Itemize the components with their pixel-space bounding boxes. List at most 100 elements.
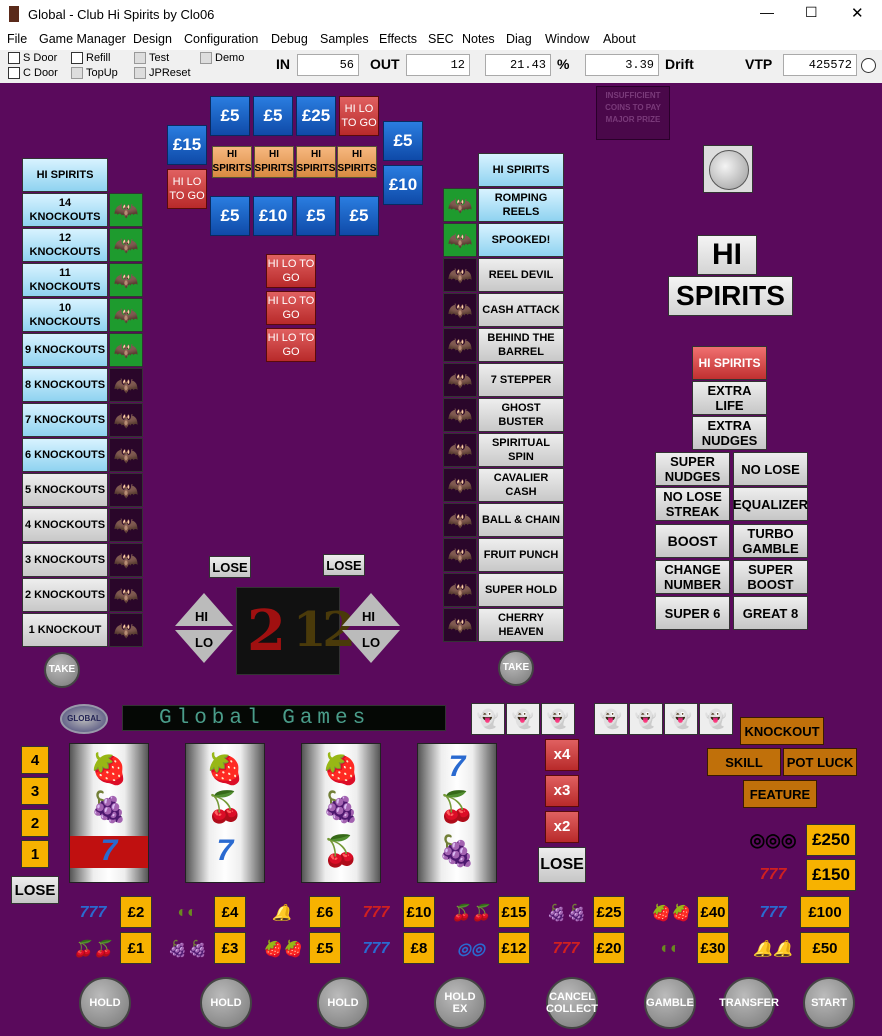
- minimize-button[interactable]: —: [760, 4, 774, 20]
- cdoor-checkbox[interactable]: C Door: [8, 67, 58, 79]
- bat-icon: 🦇: [109, 438, 143, 472]
- bat-icon: 🦇: [443, 608, 477, 642]
- ghost-icon: 👻: [594, 703, 628, 735]
- hold-button-2[interactable]: HOLD: [200, 977, 252, 1029]
- trail-cash-5: £5: [296, 196, 336, 236]
- bat-icon: 🦇: [109, 473, 143, 507]
- hilo-to-go: HI LO TO GO: [266, 291, 316, 325]
- take-button-left[interactable]: TAKE: [44, 652, 80, 688]
- right-ladder-step: HI SPIRITS: [478, 153, 564, 187]
- prize-bottom-5: £20: [593, 932, 625, 964]
- hold-button-1[interactable]: HOLD: [79, 977, 131, 1029]
- menu-file[interactable]: File: [7, 32, 28, 46]
- jpreset-checkbox[interactable]: JPReset: [134, 67, 191, 79]
- feature-change-number: CHANGE NUMBER: [655, 560, 730, 594]
- potluck-mode[interactable]: POT LUCK: [783, 748, 857, 776]
- menu-configuration[interactable]: Configuration: [184, 32, 259, 46]
- drift-field[interactable]: 3.39: [585, 54, 659, 76]
- start-button[interactable]: START: [803, 977, 855, 1029]
- bat-icon: 🦇: [443, 328, 477, 362]
- cancel-collect-button[interactable]: CANCEL COLLECT: [546, 977, 598, 1029]
- menu-diag[interactable]: Diag: [506, 32, 532, 46]
- trail-cash-10: £10: [383, 165, 423, 205]
- dot-matrix-display: Global Games: [122, 705, 446, 731]
- out-field[interactable]: 12: [406, 54, 470, 76]
- hilo-to-go: HI LO TO GO: [266, 254, 316, 288]
- knockout-mode[interactable]: KNOCKOUT: [740, 717, 824, 745]
- gamble-button[interactable]: GAMBLE: [644, 977, 696, 1029]
- topup-checkbox[interactable]: TopUp: [71, 67, 118, 79]
- trail-hilo-to-go: HI LO TO GO: [339, 96, 379, 136]
- right-ladder-step: SPIRITUAL SPIN: [478, 433, 564, 467]
- hi-label-left: HI: [195, 609, 208, 624]
- coin-stack-icon: ◎◎◎: [749, 829, 797, 850]
- feature-super-nudges: SUPER NUDGES: [655, 452, 730, 486]
- prize-bottom-7: £50: [800, 932, 850, 964]
- menu-notes[interactable]: Notes: [462, 32, 495, 46]
- left-ladder-step: 8 KNOCKOUTS: [22, 368, 108, 402]
- menu-game-manager[interactable]: Game Manager: [39, 32, 126, 46]
- menu-effects[interactable]: Effects: [379, 32, 417, 46]
- paytable-symbol-icon: 777: [362, 904, 390, 921]
- menu-design[interactable]: Design: [133, 32, 172, 46]
- menu-debug[interactable]: Debug: [271, 32, 308, 46]
- prize-top-7: £100: [800, 896, 850, 928]
- right-ladder-step: 7 STEPPER: [478, 363, 564, 397]
- reel-2: 🍓 🍒 7: [185, 743, 265, 883]
- bat-icon: 🦇: [109, 263, 143, 297]
- trail-hi-spirits: HI SPIRITS: [212, 146, 252, 178]
- menu-about[interactable]: About: [603, 32, 636, 46]
- maximize-button[interactable]: ☐: [805, 4, 818, 20]
- left-ladder-step: 9 KNOCKOUTS: [22, 333, 108, 367]
- hilo-to-go: HI LO TO GO: [266, 328, 316, 362]
- paytable-symbol-icon: 🔔🔔: [753, 941, 793, 958]
- trail-cash-5: £5: [210, 196, 250, 236]
- take-button-right[interactable]: TAKE: [498, 650, 534, 686]
- percent-field[interactable]: 21.43: [485, 54, 551, 76]
- seven-icon: 7: [100, 834, 118, 867]
- left-ladder-step: 6 KNOCKOUTS: [22, 438, 108, 472]
- menu-samples[interactable]: Samples: [320, 32, 369, 46]
- nudge-1: 1: [21, 840, 49, 868]
- trail-cash-5: £5: [383, 121, 423, 161]
- demo-checkbox[interactable]: Demo: [200, 52, 244, 64]
- feature-extra-nudges: EXTRA NUDGES: [692, 416, 767, 450]
- bat-icon: 🦇: [109, 368, 143, 402]
- hold-button-3[interactable]: HOLD: [317, 977, 369, 1029]
- bat-icon: 🦇: [109, 333, 143, 367]
- bat-icon: 🦇: [443, 223, 477, 257]
- sdoor-checkbox[interactable]: S Door: [8, 52, 57, 64]
- left-ladder-step: 2 KNOCKOUTS: [22, 578, 108, 612]
- lose-indicator-nudge: LOSE: [11, 876, 59, 904]
- paytable-symbol-icon: 777: [759, 904, 787, 921]
- left-ladder-step: 3 KNOCKOUTS: [22, 543, 108, 577]
- bat-icon: 🦇: [109, 508, 143, 542]
- skill-mode[interactable]: SKILL: [707, 748, 781, 776]
- feature-mode[interactable]: FEATURE: [743, 780, 817, 808]
- prize-bottom-2: £5: [309, 932, 341, 964]
- paytable-symbol-icon: 🍒🍒: [451, 905, 491, 922]
- menu-window[interactable]: Window: [545, 32, 590, 46]
- cherry-icon: 🍒: [322, 835, 360, 868]
- menu-sec[interactable]: SEC: [428, 32, 454, 46]
- vtp-field[interactable]: 425572: [783, 54, 857, 76]
- close-button[interactable]: ✕: [851, 5, 864, 22]
- feature-super-6: SUPER 6: [655, 596, 730, 630]
- ghost-icon: 👻: [664, 703, 698, 735]
- paytable-symbol-icon: 🔔: [272, 905, 292, 922]
- transfer-button[interactable]: TRANSFER: [719, 977, 779, 1029]
- strawberry-icon: 🍓: [206, 753, 244, 786]
- paytable-symbol-icon: ◎◎: [457, 941, 485, 958]
- paytable-symbol-icon: ◐◐: [660, 940, 680, 957]
- hold-ex-button[interactable]: HOLD EX: [434, 977, 486, 1029]
- refill-checkbox[interactable]: Refill: [71, 52, 110, 64]
- test-checkbox[interactable]: Test: [134, 52, 169, 64]
- lose-indicator-right: LOSE: [323, 554, 365, 576]
- app-icon: [9, 6, 19, 22]
- in-field[interactable]: 56: [297, 54, 359, 76]
- status-radio[interactable]: [861, 58, 876, 73]
- lo-label-left: LO: [195, 635, 214, 650]
- coin-slot[interactable]: [703, 145, 753, 193]
- feature-turbo-gamble: TURBO GAMBLE: [733, 524, 808, 558]
- jackpot-150: £150: [806, 859, 856, 891]
